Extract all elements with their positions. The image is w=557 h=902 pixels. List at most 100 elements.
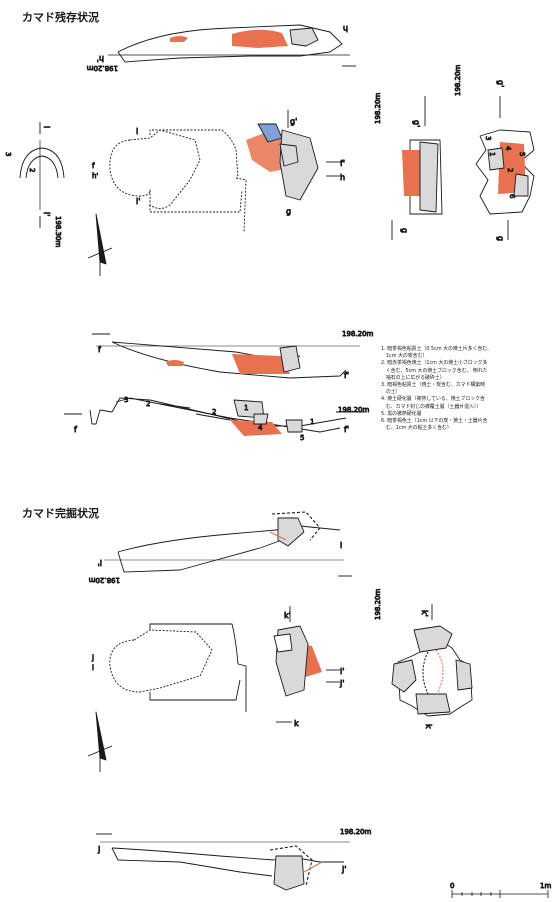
fired-soil-patch (232, 29, 288, 48)
layer-number: 4 (504, 146, 512, 151)
stone (289, 27, 319, 47)
layer-number: 2 (506, 168, 514, 172)
kamado-plan-upper (109, 129, 247, 233)
point-label: g' (412, 120, 421, 127)
stone (277, 517, 305, 547)
section-g-profile-1 (391, 96, 443, 240)
legend-line: む、カマド封じの被覆土層（土器片混入）） (381, 403, 482, 410)
fired-soil-patch (166, 360, 184, 366)
section-title-excavated: カマド完掘状況 (22, 507, 99, 520)
layer-legend: 1. 暗茶褐色粘質土（0.5cm 大の焼土片多く含む、 1cm 大の炭含む） 2… (381, 346, 551, 432)
layer-number: 6 (508, 194, 516, 199)
scale-label-start: 0 (450, 882, 454, 890)
point-label: f (74, 425, 77, 434)
layer-number: 3 (124, 396, 128, 404)
point-label: g (496, 236, 505, 241)
elevation-label: 198.20m (338, 406, 369, 414)
stone (273, 633, 293, 653)
north-arrow-icon (87, 213, 113, 276)
kamado-plan-stones-lower (273, 606, 340, 723)
layer-number: 1 (488, 152, 496, 156)
point-label: k' (420, 610, 429, 617)
legend-line: 袖石の上に広がる破砕土） (381, 374, 445, 381)
section-l-profile (104, 511, 352, 577)
elevation-label: 198.20m (340, 828, 371, 836)
point-label: k (424, 724, 433, 729)
layer-number: 3 (4, 152, 12, 156)
stone (419, 141, 439, 213)
fired-soil-patch (402, 150, 422, 196)
stone (391, 659, 417, 693)
point-label: i' (136, 197, 140, 206)
elevation-label: 198.20m (374, 93, 382, 124)
point-label: f (92, 162, 95, 170)
legend-line: 1cm 大の炭含む） (381, 353, 428, 360)
fired-soil-patch (230, 420, 282, 436)
fired-soil-patch (232, 354, 290, 374)
kamado-plan-lower-walls (149, 623, 247, 712)
stone (285, 419, 303, 433)
point-label: h (340, 173, 345, 182)
stone (253, 413, 269, 425)
elevation-label: 198.20m (342, 330, 373, 338)
point-label: l (340, 541, 342, 550)
section-i-profile (19, 122, 65, 228)
fired-soil-patch (170, 36, 188, 42)
stone (455, 659, 473, 691)
elevation-label: 198.20m (87, 64, 118, 72)
elevation-label: 198.20m (374, 589, 382, 620)
point-label: g (400, 228, 409, 233)
layer-number: 1 (244, 404, 248, 412)
stone (415, 693, 451, 715)
point-label: f (98, 345, 101, 354)
legend-line: く含む、5cm 大の焼土ブロック含む、 倒れた (381, 367, 488, 374)
stone (413, 625, 453, 653)
legend-line: む、1cm 大の粘土多く含む） (381, 425, 452, 432)
stone (513, 173, 529, 197)
elevation-label: 198.20m (89, 576, 120, 584)
layer-number: 2 (28, 168, 36, 172)
point-label: k (294, 719, 299, 728)
point-label: h' (92, 172, 98, 180)
legend-line: の土） (381, 389, 401, 396)
legend-line: 6. 暗茶褐色土（1cm 以下の炭・焼土・土器片含 (381, 418, 488, 425)
scale-bar (451, 890, 549, 898)
point-label: i (136, 127, 138, 136)
legend-line: 5. 黒の被熱硬化層 (381, 410, 422, 417)
point-label: l' (98, 558, 102, 567)
section-k-profile (391, 604, 473, 717)
point-label: i (42, 126, 51, 128)
layer-number: 1 (310, 418, 314, 426)
point-label: f' (340, 159, 345, 168)
section-f-layered (64, 397, 366, 436)
section-title-remaining: カマド残存状況 (22, 11, 99, 24)
layer-number: 5 (300, 434, 304, 442)
point-label: l (92, 664, 94, 672)
point-label: j (91, 654, 94, 662)
legend-line: 2. 暗赤茶褐色焼土（1cm 大の焼土小ブロック多 (381, 360, 488, 367)
stone (273, 855, 305, 891)
section-g-profile-2 (475, 96, 535, 240)
point-label: h (343, 24, 348, 33)
point-label: j (97, 845, 100, 854)
stone (279, 143, 299, 167)
point-label: i' (42, 212, 51, 216)
section-f-profile (92, 333, 360, 379)
kamado-plan-stones-upper (246, 110, 340, 201)
point-label: l' (340, 667, 344, 676)
layer-number: 3 (484, 136, 492, 140)
legend-line: 3. 暗褐色粘質土（焼土・炭含む、カマド構築時 (381, 382, 486, 389)
point-label: g' (496, 80, 505, 87)
point-label: f' (344, 371, 349, 380)
layer-number: 5 (518, 152, 526, 156)
elevation-label: 198.30m (54, 216, 62, 247)
section-h-profile (108, 24, 356, 67)
layer-number: 4 (258, 424, 263, 432)
point-label: j' (339, 679, 344, 688)
kamado-plan-lower (109, 629, 213, 693)
scale-label-end: 1m (540, 882, 551, 890)
point-label: g' (290, 117, 297, 126)
point-label: h' (97, 54, 104, 63)
legend-line: 4. 焼土硬化層（被熱している、焼土ブロック含 (381, 396, 485, 403)
